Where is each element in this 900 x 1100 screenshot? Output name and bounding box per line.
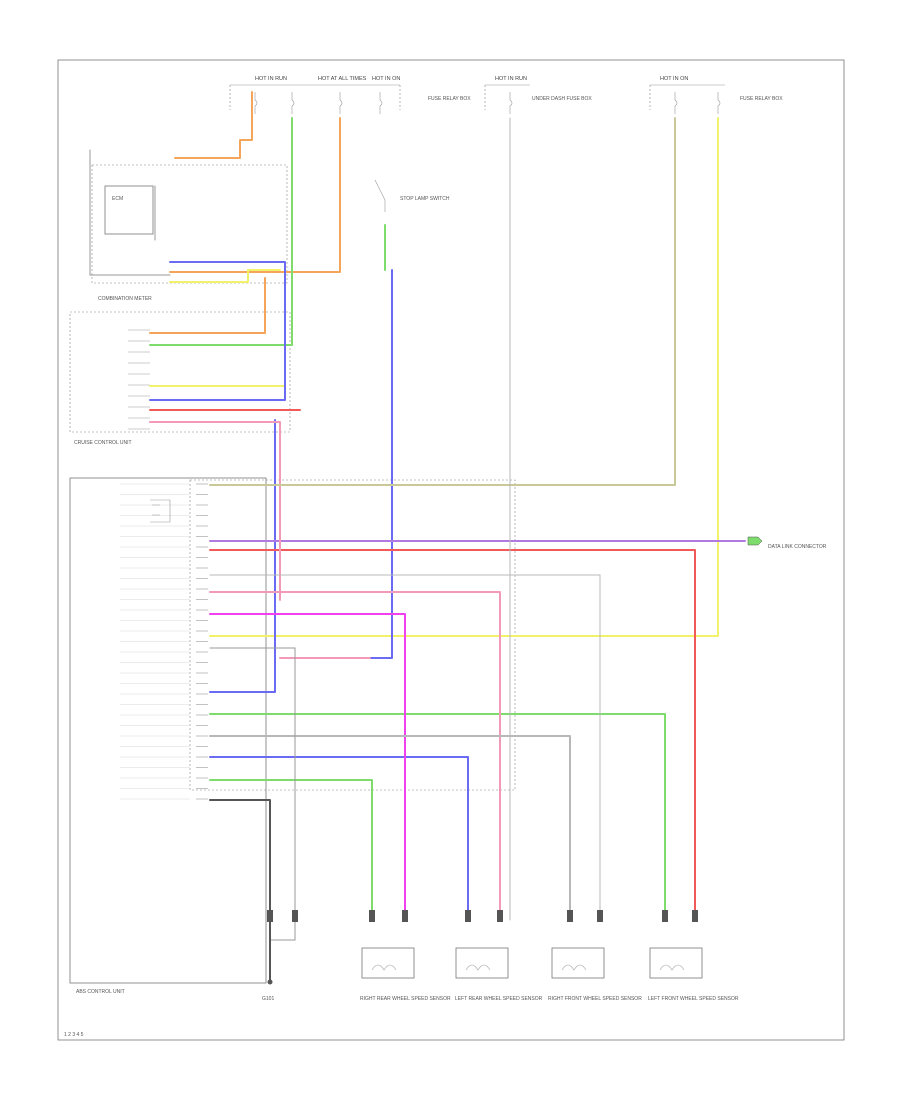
combination-switch (150, 499, 171, 523)
sensor-label: LEFT FRONT WHEEL SPEED SENSOR (648, 996, 739, 1002)
wire-blue-4 (299, 269, 393, 659)
sensor-coil (465, 964, 491, 971)
fuse-symbol (339, 92, 343, 114)
wire-pink-1 (149, 421, 281, 601)
fuse-header-5: HOT IN ON (660, 76, 688, 82)
ecm-label: ECM (112, 196, 123, 202)
sensor-connector (497, 910, 503, 922)
fuse-header-4: HOT IN RUN (495, 76, 527, 82)
wire-olive-1 (209, 117, 676, 486)
abs-unit-box (69, 477, 267, 984)
sensor-1: RIGHT REAR WHEEL SPEED SENSOR (360, 910, 451, 1002)
fuse-symbol (254, 92, 258, 114)
wires (89, 91, 746, 981)
wire-yellow-1 (169, 269, 281, 283)
sensor-connector (662, 910, 668, 922)
wire-black-1 (209, 799, 271, 981)
fuse-note-3: FUSE RELAY BOX (740, 96, 783, 102)
sensor-label: RIGHT REAR WHEEL SPEED SENSOR (360, 996, 451, 1002)
fuse-symbol (291, 92, 295, 114)
wire-blue-1 (149, 261, 286, 401)
sensor-connector (402, 910, 408, 922)
wire-green-3 (209, 779, 373, 921)
wire-orange-2 (149, 277, 266, 334)
stop-switch-label: STOP LAMP SWITCH (400, 196, 450, 202)
sensor-connector (567, 910, 573, 922)
sensor-coil (371, 964, 397, 971)
sensor-label: LEFT REAR WHEEL SPEED SENSOR (455, 996, 543, 1002)
wire-red-2 (209, 549, 696, 921)
sensor-label: RIGHT FRONT WHEEL SPEED SENSOR (548, 996, 642, 1002)
sensor-box (649, 947, 703, 979)
wire-green-2 (209, 713, 666, 921)
wire-orange-1 (174, 91, 253, 159)
wire-gray-3 (209, 574, 601, 921)
switch-symbol (152, 504, 160, 516)
sensor-2: LEFT REAR WHEEL SPEED SENSOR (455, 910, 543, 1002)
fuse-header-1: HOT IN RUN (255, 76, 287, 82)
fuse-header-3: HOT IN ON (372, 76, 400, 82)
sensor-connector (692, 910, 698, 922)
sensor-connector (597, 910, 603, 922)
dlc-label: DATA LINK CONNECTOR (768, 544, 827, 550)
stop-switch-symbol (374, 179, 386, 212)
fuse-symbol (674, 92, 678, 114)
combination-meter-label: COMBINATION METER (98, 296, 152, 302)
wire-magenta-1 (209, 613, 406, 921)
sensor-connector (369, 910, 375, 922)
sensor-connector (465, 910, 471, 922)
dlc-connector (747, 536, 763, 546)
sensor-box (455, 947, 509, 979)
wire-blue-2 (209, 419, 276, 693)
wire-yellow-2 (209, 117, 719, 637)
ground-connector (267, 910, 273, 922)
wire-gray-4 (209, 647, 296, 941)
ecm-box (104, 185, 154, 235)
fuse-bus-bars (229, 84, 725, 110)
wire-pink-2 (209, 591, 501, 921)
ground-connector (292, 910, 298, 922)
combination-meter-box (91, 164, 288, 284)
outer-frame (57, 59, 845, 1041)
sensor-coil (561, 964, 587, 971)
meter-pin-list (128, 329, 150, 430)
fuse-note-2: UNDER DASH FUSE BOX (532, 96, 592, 102)
wire-orange-3 (169, 117, 341, 273)
fuse-header-2: HOT AT ALL TIMES (318, 76, 367, 82)
ground-label: G101 (262, 996, 274, 1002)
wire-green-1 (149, 117, 293, 346)
sensor-box (551, 947, 605, 979)
fuse-header-group: HOT IN RUN HOT AT ALL TIMES HOT IN ON HO… (255, 76, 688, 82)
fuse-symbol (509, 92, 513, 114)
abs-unit-label: ABS CONTROL UNIT (76, 989, 125, 995)
cruise-control-label: CRUISE CONTROL UNIT (74, 440, 132, 446)
fuse-symbol (379, 92, 383, 114)
fuse-symbols (254, 92, 721, 114)
ground-symbol: G101 (262, 910, 298, 1002)
wire-gray-1 (209, 735, 571, 921)
abs-pin-list (120, 483, 208, 800)
fuse-note-1: FUSE RELAY BOX (428, 96, 471, 102)
ground-point (267, 979, 273, 985)
sensor-box (361, 947, 415, 979)
fuse-symbol (717, 92, 721, 114)
sensor-3: RIGHT FRONT WHEEL SPEED SENSOR (548, 910, 642, 1002)
switch-symbol (150, 499, 171, 523)
sensor-coil (659, 964, 685, 971)
cruise-control-box (69, 311, 291, 433)
sensor-4: LEFT FRONT WHEEL SPEED SENSOR (648, 910, 739, 1002)
wire-yellow-3 (149, 329, 286, 387)
wire-blue-3 (209, 756, 469, 921)
footer-code: 1 2 3 4 5 (64, 1032, 84, 1038)
wire-gray-5 (89, 149, 171, 276)
